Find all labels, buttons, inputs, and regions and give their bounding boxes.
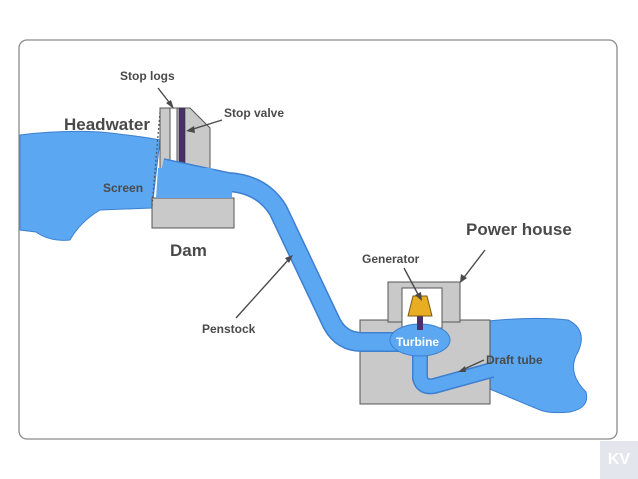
arrow-power-house <box>461 249 486 281</box>
dam-base <box>151 197 235 229</box>
label-generator: Generator <box>362 252 420 266</box>
stop-valve <box>178 107 186 171</box>
stop-logs <box>169 107 178 169</box>
label-draft-tube: Draft tube <box>486 353 543 367</box>
label-penstock: Penstock <box>202 322 256 336</box>
arrowhead-draft-tube <box>458 366 466 372</box>
arrowhead-penstock <box>285 255 293 263</box>
label-power-house: Power house <box>466 220 572 239</box>
tailwater <box>467 317 588 414</box>
arrow-generator <box>403 267 421 299</box>
label-screen: Screen <box>103 181 143 195</box>
label-stop-logs: Stop logs <box>120 69 175 83</box>
arrow-heads <box>166 100 467 372</box>
arrow-stop-valve <box>189 119 223 131</box>
kv-logo-badge: KV <box>600 441 638 479</box>
label-turbine: Turbine <box>396 335 439 349</box>
generator <box>407 295 433 317</box>
intake-water <box>156 168 232 198</box>
arrowhead-power-house <box>460 274 467 283</box>
label-dam: Dam <box>170 241 207 260</box>
draft-tube-fill <box>413 354 494 393</box>
label-headwater: Headwater <box>64 115 150 134</box>
penstock-fill <box>160 159 400 351</box>
arrowhead-stop-valve <box>186 126 195 133</box>
pointer-arrows <box>157 87 486 371</box>
label-stop-valve: Stop valve <box>224 106 284 120</box>
turbine-shaft <box>417 316 423 330</box>
arrow-penstock <box>235 257 291 319</box>
headwater-reservoir <box>19 130 161 241</box>
arrowhead-generator <box>415 292 422 301</box>
arrow-draft-tube <box>461 359 485 371</box>
arrowhead-stop-logs <box>166 100 174 109</box>
